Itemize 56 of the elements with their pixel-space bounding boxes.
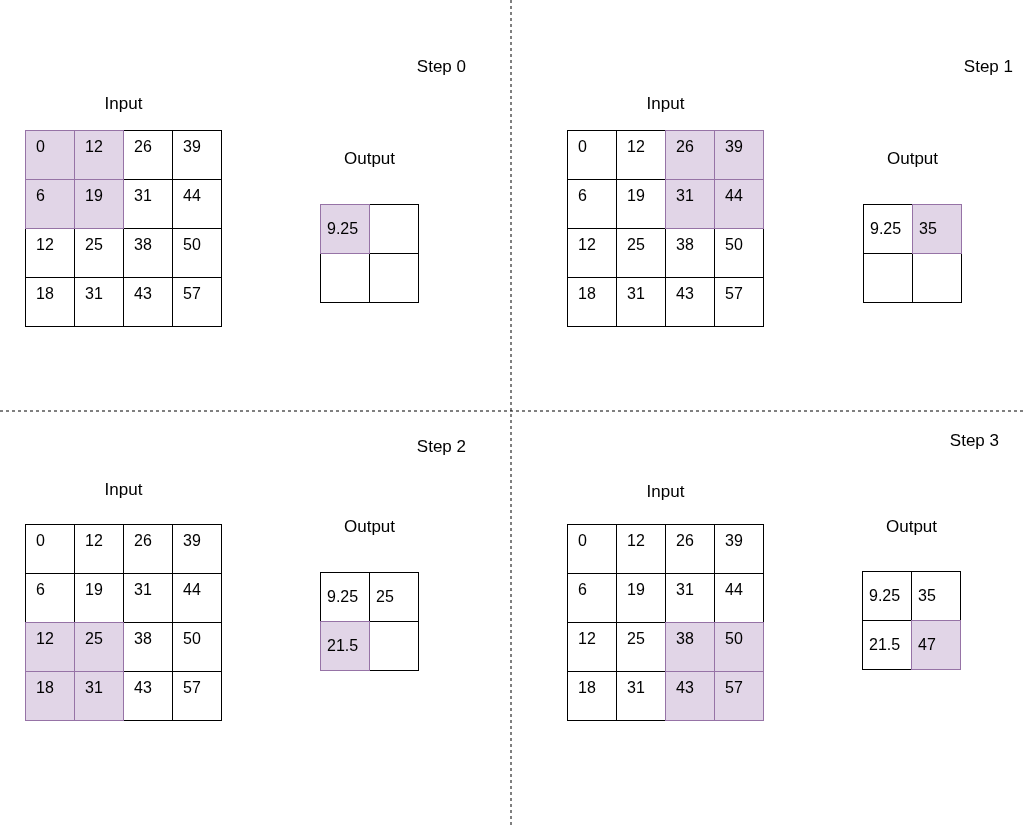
grid-cell: 39 bbox=[172, 524, 222, 574]
grid-heading: Output bbox=[344, 517, 395, 537]
grid-heading: Input bbox=[104, 480, 143, 500]
grid-cell: 21.5 bbox=[320, 621, 370, 671]
grid-cell: 21.5 bbox=[862, 620, 912, 670]
grid-heading: Output bbox=[344, 149, 395, 169]
grid-cell bbox=[863, 253, 913, 303]
grid-cell: 38 bbox=[665, 622, 715, 672]
step-label: Step 2 bbox=[416, 437, 466, 457]
grid-cell: 25 bbox=[369, 572, 419, 622]
grid-heading: Output bbox=[886, 517, 937, 537]
grid-cell: 44 bbox=[714, 179, 764, 229]
grid-cell: 18 bbox=[25, 277, 75, 327]
grid-cell: 9.25 bbox=[320, 572, 370, 622]
grid-cell: 39 bbox=[714, 130, 764, 180]
grid-heading: Input bbox=[646, 482, 685, 502]
grid-cell: 39 bbox=[172, 130, 222, 180]
grid-cell bbox=[320, 253, 370, 303]
grid-cell: 35 bbox=[911, 571, 961, 621]
grid-cell: 0 bbox=[567, 130, 617, 180]
grid-cell: 0 bbox=[567, 524, 617, 574]
grid-cell: 47 bbox=[911, 620, 961, 670]
grid-cell bbox=[369, 204, 419, 254]
grid-cell: 9.25 bbox=[862, 571, 912, 621]
grid-cell: 35 bbox=[912, 204, 962, 254]
grid-cell: 57 bbox=[714, 277, 764, 327]
grid-cell: 31 bbox=[74, 671, 124, 721]
grid-heading: Input bbox=[646, 94, 685, 114]
grid-cell: 12 bbox=[74, 130, 124, 180]
grid-cell: 18 bbox=[567, 671, 617, 721]
grid-cell bbox=[912, 253, 962, 303]
step-label: Step 3 bbox=[949, 431, 999, 451]
grid-heading: Output bbox=[887, 149, 938, 169]
grid-heading: Input bbox=[104, 94, 143, 114]
grid-cell: 9.25 bbox=[863, 204, 913, 254]
grid-cell: 50 bbox=[714, 622, 764, 672]
step-label: Step 1 bbox=[963, 57, 1013, 77]
grid-cell: 57 bbox=[172, 277, 222, 327]
grid-cell: 31 bbox=[665, 179, 715, 229]
grid-cell: 43 bbox=[665, 671, 715, 721]
grid-cell bbox=[369, 253, 419, 303]
grid-cell bbox=[369, 621, 419, 671]
grid-cell: 6 bbox=[25, 179, 75, 229]
grid-cell: 18 bbox=[25, 671, 75, 721]
grid-cell: 26 bbox=[665, 130, 715, 180]
grid-cell: 0 bbox=[25, 524, 75, 574]
grid-cell: 57 bbox=[172, 671, 222, 721]
grid-cell: 0 bbox=[25, 130, 75, 180]
grid-cell: 12 bbox=[25, 622, 75, 672]
grid-cell: 19 bbox=[74, 179, 124, 229]
grid-cell: 18 bbox=[567, 277, 617, 327]
grid-cell: 39 bbox=[714, 524, 764, 574]
grid-cell: 57 bbox=[714, 671, 764, 721]
grid-cell: 9.25 bbox=[320, 204, 370, 254]
grid-cell: 25 bbox=[74, 622, 124, 672]
step-label: Step 0 bbox=[416, 57, 466, 77]
